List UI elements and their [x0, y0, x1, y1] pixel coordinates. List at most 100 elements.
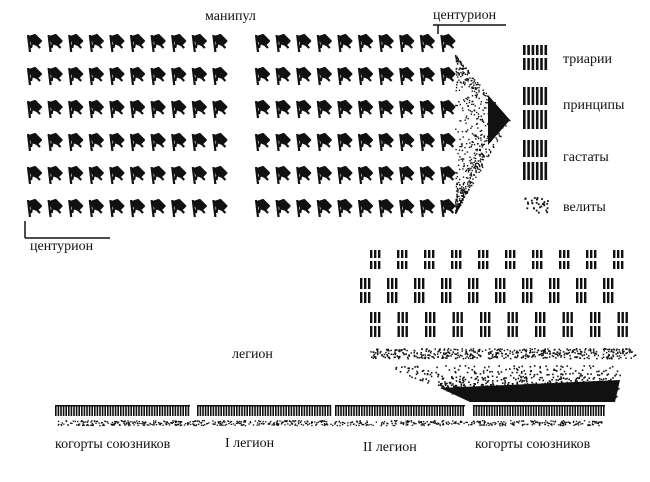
soldier-icon — [150, 99, 166, 119]
soldier-icon — [275, 33, 291, 53]
maniple-block — [613, 250, 624, 269]
legion-1-label: I легион — [225, 436, 275, 451]
soldier-icon — [47, 33, 63, 53]
maniple-block — [478, 250, 489, 269]
soldier-icon — [26, 66, 43, 86]
soldier-icon — [399, 66, 415, 86]
soldier-icon — [150, 66, 166, 86]
principes-bars-icon — [523, 110, 548, 129]
soldier-icon — [171, 165, 187, 185]
soldier-icon — [399, 33, 415, 53]
maniple-block — [535, 312, 546, 337]
soldier-icon — [171, 99, 187, 119]
maniple-block — [522, 278, 533, 303]
soldier-icon — [191, 132, 207, 152]
soldier-icon — [337, 198, 353, 218]
soldier-icon — [212, 198, 228, 218]
velites-band — [370, 348, 637, 360]
soldier-icon — [440, 132, 456, 152]
soldier-icon — [378, 66, 394, 86]
soldier-icon — [129, 33, 146, 53]
centurion-top-marker — [433, 24, 506, 34]
legion-line-segment — [473, 405, 605, 416]
soldier-icon — [254, 99, 271, 119]
soldier-icon — [399, 132, 415, 152]
soldier-icon — [254, 198, 271, 218]
soldier-icon — [68, 99, 84, 119]
maniple-block — [424, 250, 435, 269]
soldier-icon — [109, 132, 125, 152]
soldier-icon — [378, 165, 394, 185]
maniple-block — [576, 278, 587, 303]
soldier-icon — [150, 198, 166, 218]
soldier-icon — [212, 33, 228, 53]
legion-line-segment — [55, 405, 190, 416]
maniple-block — [414, 278, 425, 303]
soldier-icon — [150, 132, 166, 152]
maniple-block — [451, 250, 462, 269]
soldier-icon — [68, 198, 84, 218]
soldier-icon — [47, 198, 63, 218]
legend-label-velites: велиты — [563, 200, 606, 215]
battle-line — [55, 250, 637, 427]
soldier-icon — [26, 165, 43, 185]
hastati-bars-icon — [523, 162, 548, 180]
soldier-icon — [171, 33, 187, 53]
maniple-block — [532, 250, 543, 269]
soldier-icon — [68, 132, 84, 152]
centurion-bottom-marker — [24, 221, 110, 239]
maniple-block — [387, 278, 398, 303]
soldier-icon — [337, 66, 353, 86]
soldier-icon — [88, 198, 104, 218]
legion-line-velites — [57, 420, 603, 427]
soldier-icon — [357, 132, 374, 152]
soldier-icon — [378, 99, 394, 119]
soldier-icon — [337, 33, 353, 53]
centurion-bottom-label: центурион — [30, 239, 94, 254]
legend-label-principes: принципы — [563, 98, 625, 113]
velites-wedge-top — [455, 55, 511, 214]
soldier-icon — [419, 33, 435, 53]
soldier-icon — [296, 165, 312, 185]
maniple-block — [559, 250, 570, 269]
soldier-icon — [337, 99, 353, 119]
maniple-block — [495, 278, 506, 303]
soldier-icon — [316, 132, 332, 152]
velites-dots-icon — [524, 197, 549, 214]
legion-line-segment — [197, 405, 332, 416]
soldier-icon — [47, 66, 63, 86]
legend-icons — [523, 45, 549, 214]
soldier-icon — [378, 198, 394, 218]
soldier-icon — [191, 165, 207, 185]
soldier-icon — [88, 33, 104, 53]
wedge-tip — [488, 95, 510, 145]
soldier-icon — [129, 165, 146, 185]
soldier-icon — [399, 198, 415, 218]
maniple-block — [397, 312, 408, 337]
soldier-icon — [419, 99, 435, 119]
maniple-block — [468, 278, 479, 303]
soldier-icon — [129, 66, 146, 86]
soldier-icon — [109, 33, 125, 53]
soldier-icon — [378, 33, 394, 53]
soldier-icon — [191, 66, 207, 86]
soldier-icon — [68, 165, 84, 185]
maniple-block — [507, 312, 518, 337]
soldier-icon — [254, 132, 271, 152]
maniple-block — [425, 312, 436, 337]
soldier-icon — [357, 33, 374, 53]
soldier-icon — [212, 99, 228, 119]
soldier-icon — [171, 66, 187, 86]
triarii-bars-icon — [523, 45, 548, 55]
soldier-icon — [212, 132, 228, 152]
soldier-icon — [26, 132, 43, 152]
maniple-label: манипул — [205, 9, 256, 24]
velites-wedge-bottom — [395, 365, 621, 402]
soldier-icon — [419, 132, 435, 152]
soldier-icon — [109, 99, 125, 119]
soldier-icon — [109, 198, 125, 218]
soldier-icon — [316, 198, 332, 218]
principes-bars-icon — [523, 87, 548, 105]
soldier-icon — [150, 165, 166, 185]
